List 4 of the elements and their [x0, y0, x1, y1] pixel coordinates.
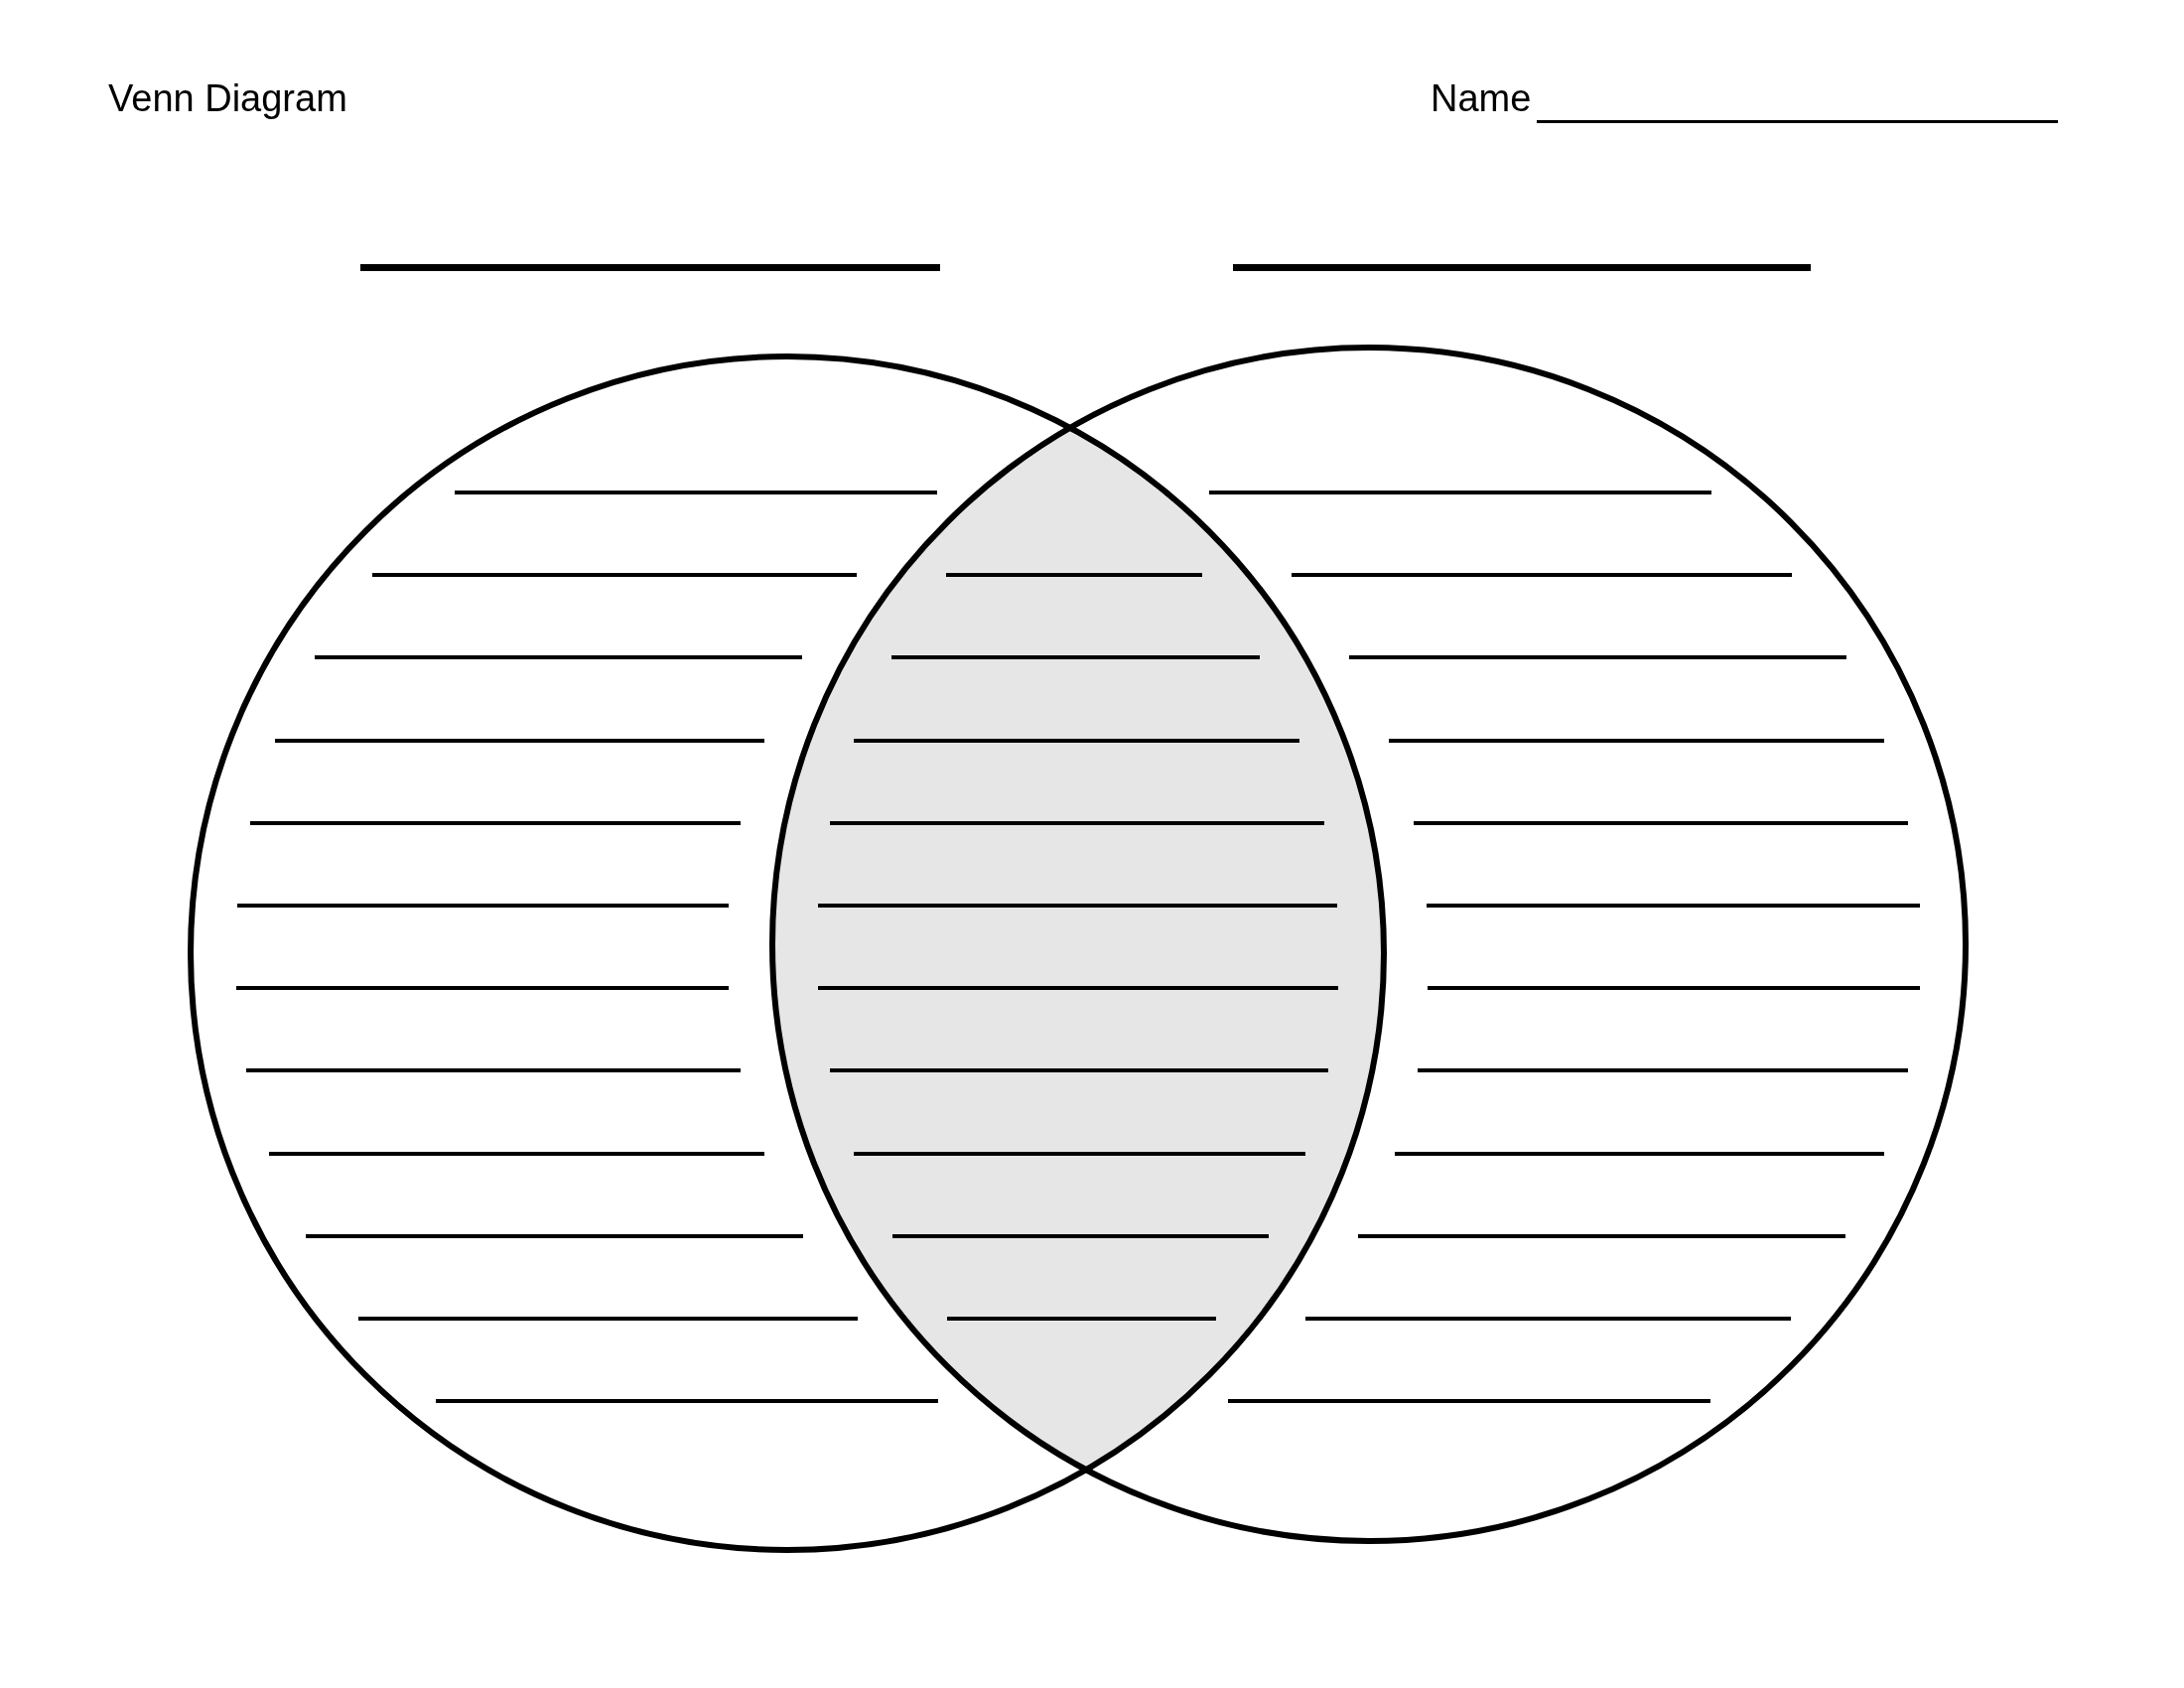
venn-circle	[188, 353, 1387, 1553]
worksheet-title: Venn Diagram	[108, 79, 347, 117]
name-label: Name	[1431, 79, 1532, 117]
venn-circle	[769, 345, 1969, 1544]
